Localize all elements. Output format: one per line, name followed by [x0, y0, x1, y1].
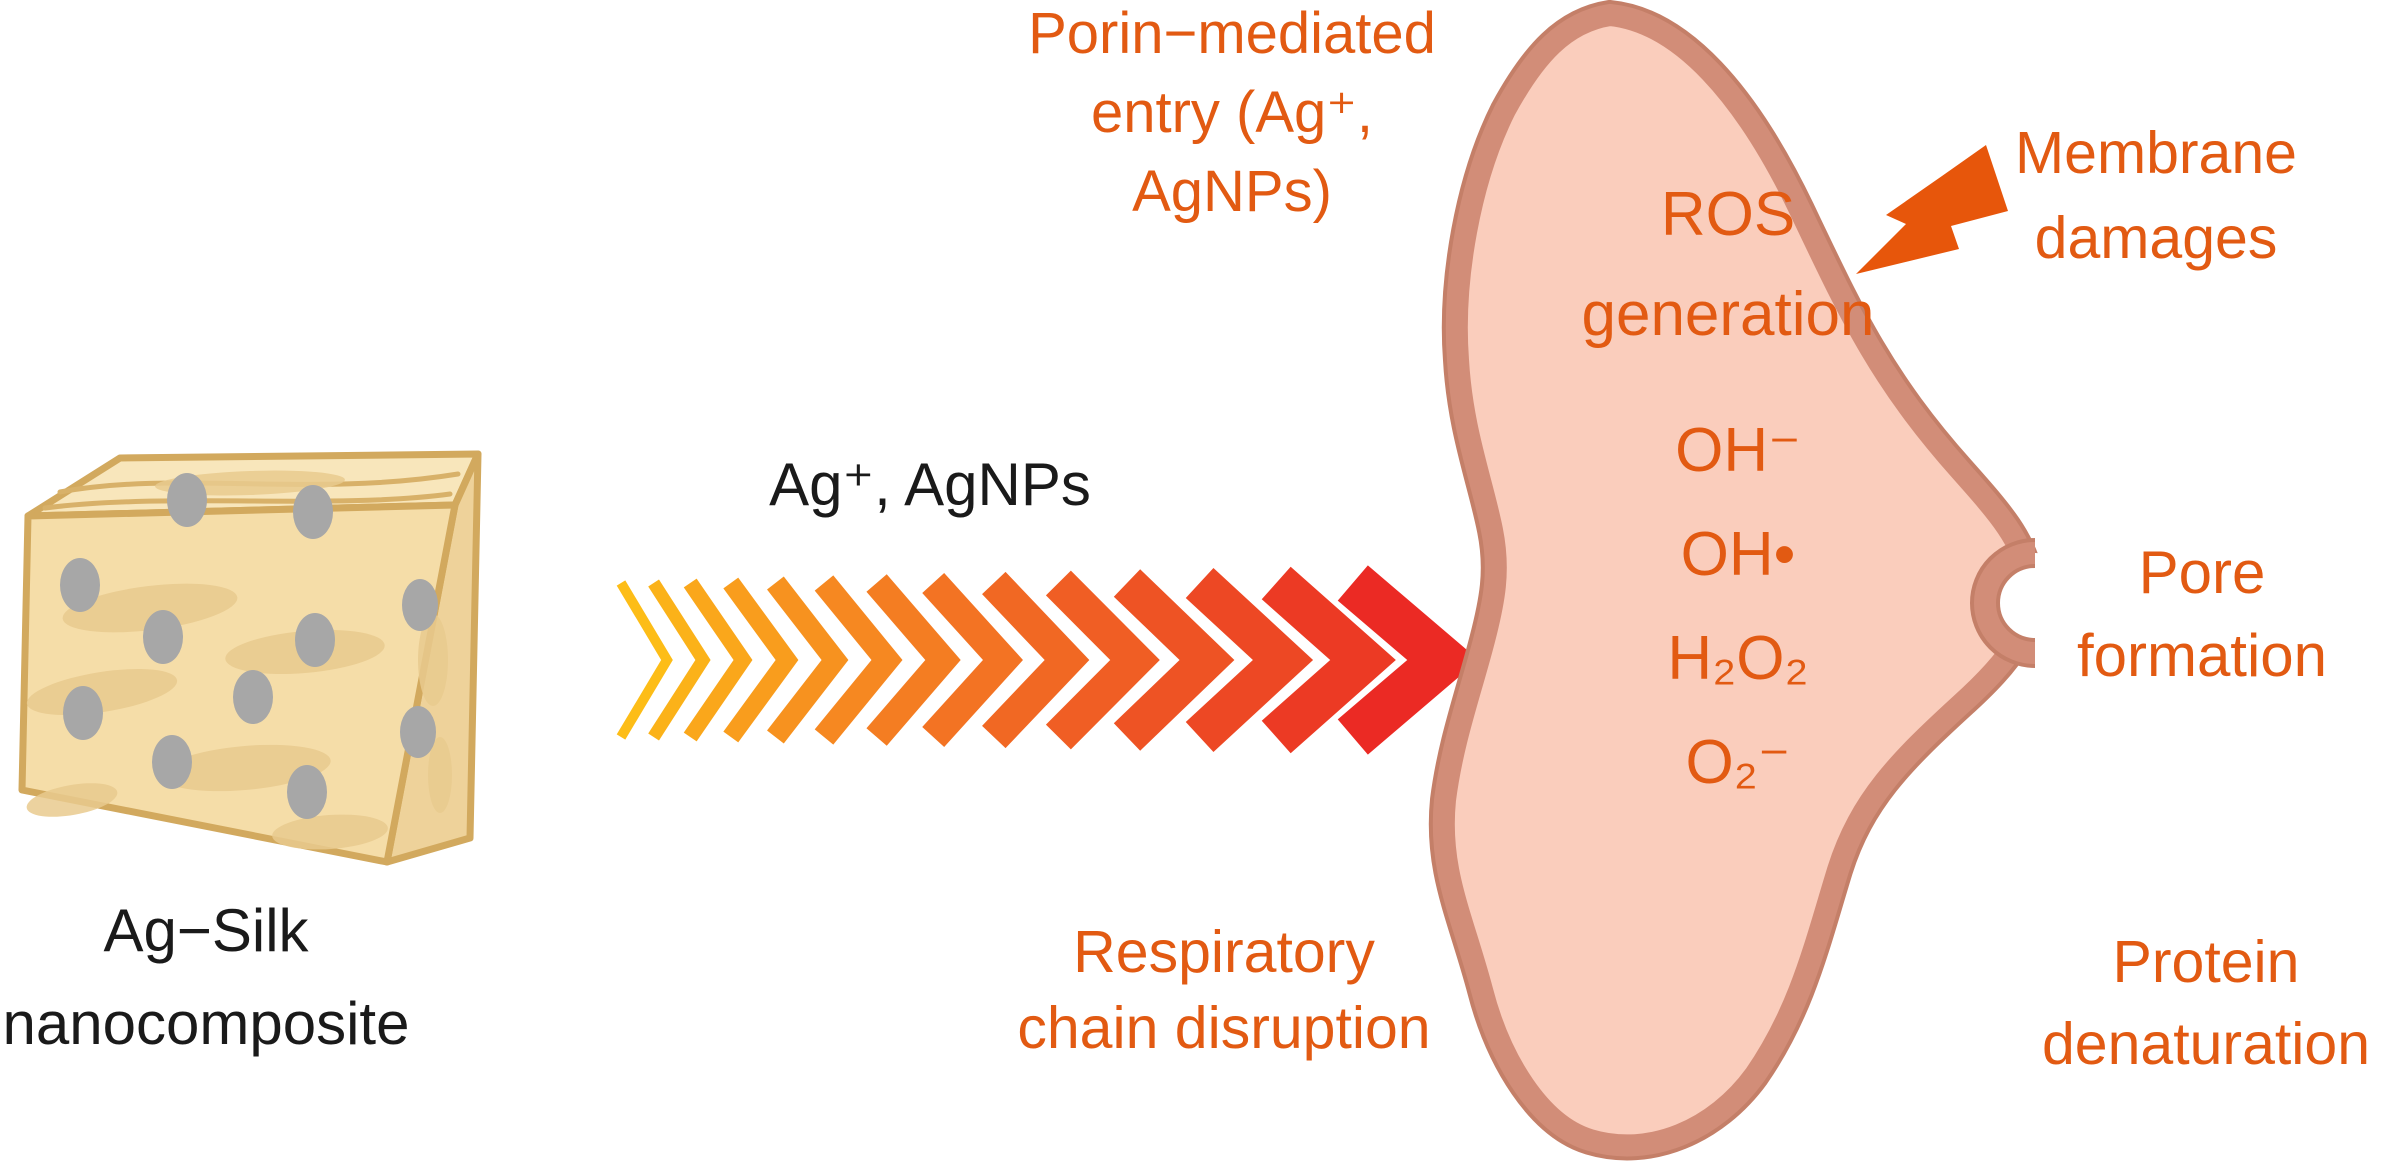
label-line: entry (Ag⁺, — [1090, 80, 1374, 145]
chevron — [767, 576, 849, 744]
label-line: Ag−Silk — [103, 897, 309, 964]
label-line: chain disruption — [1017, 995, 1431, 1061]
nanoparticle-dot — [143, 610, 183, 664]
texture-blob — [62, 583, 238, 633]
nanoparticle-dot — [60, 558, 100, 612]
bacterium — [1428, 0, 2085, 1161]
silk-texture-blobs — [26, 470, 452, 850]
texture-blob — [428, 737, 452, 813]
nanoparticle-dot — [233, 670, 273, 724]
lightning-bolt-icon — [1856, 145, 2008, 274]
label-line: AgNPs) — [1132, 159, 1332, 224]
label-line: Protein — [2112, 929, 2300, 995]
pore-notch — [1970, 538, 2085, 668]
label-line: formation — [2076, 622, 2328, 689]
arrow-caption-label: Ag⁺, AgNPs — [680, 452, 1180, 518]
pore-formation-label: Pore formation — [2052, 531, 2352, 697]
ros-species-item: OH⁻ — [1675, 416, 1801, 485]
nanocomposite-label: Ag−Silk nanocomposite — [0, 884, 412, 1070]
bacterium-body — [1432, 3, 2042, 1157]
chevron — [1185, 568, 1314, 752]
label-line: denaturation — [2041, 1011, 2371, 1077]
chevron-arrow — [616, 565, 1479, 755]
chevron — [723, 577, 799, 743]
nanoparticle-dot — [167, 473, 207, 527]
pore-rim — [1974, 542, 2036, 664]
chevron — [1337, 565, 1479, 755]
porin-entry-label: Porin−mediated entry (Ag⁺, AgNPs) — [1022, 0, 1442, 231]
texture-blob — [272, 814, 388, 850]
nanoparticle-dot — [287, 765, 327, 819]
texture-blob — [418, 614, 448, 706]
ros-species-item: O₂⁻ — [1685, 728, 1791, 797]
chevron — [648, 579, 711, 741]
label-line: Pore — [2138, 539, 2266, 606]
chevron — [866, 574, 961, 746]
label-line: nanocomposite — [2, 990, 410, 1057]
nanoparticle-dot — [152, 735, 192, 789]
chevron — [922, 573, 1023, 747]
ros-species-item: H₂O₂ — [1667, 624, 1809, 693]
silk-block-graphic — [18, 450, 482, 866]
label-line: Porin−mediated — [1028, 1, 1436, 66]
chevron — [814, 575, 903, 745]
ros-species-list: OH⁻ OH• H₂O₂ O₂⁻ — [1588, 399, 1888, 815]
protein-denaturation-label: Protein denaturation — [2016, 921, 2396, 1085]
silver-nanoparticles — [60, 473, 438, 819]
nanoparticle-dot — [293, 485, 333, 539]
texture-blob — [159, 744, 331, 792]
nanoparticle-dot — [63, 686, 103, 740]
chevron — [616, 580, 673, 740]
silk-grain-line — [42, 491, 453, 511]
nanoparticle-dot — [400, 706, 436, 758]
label-line: Ag⁺, AgNPs — [769, 451, 1091, 518]
nanoparticle-dot — [402, 579, 438, 631]
ros-species-item: OH• — [1680, 520, 1796, 589]
chevron — [683, 578, 753, 742]
label-line: Membrane — [2014, 120, 2297, 186]
membrane-damages-label: Membrane damages — [1986, 111, 2326, 281]
chevron — [1045, 570, 1160, 750]
label-line: Respiratory — [1073, 919, 1375, 985]
ros-generation-label: ROS generation — [1528, 165, 1928, 365]
chevron — [1113, 569, 1235, 751]
label-line: damages — [2034, 205, 2278, 271]
label-line: generation — [1581, 280, 1875, 349]
texture-blob — [26, 783, 118, 817]
chevron — [1261, 566, 1396, 754]
respiratory-disruption-label: Respiratory chain disruption — [964, 914, 1484, 1066]
chevron — [982, 571, 1090, 749]
nanoparticle-dot — [295, 613, 335, 667]
label-line: ROS — [1660, 180, 1796, 249]
